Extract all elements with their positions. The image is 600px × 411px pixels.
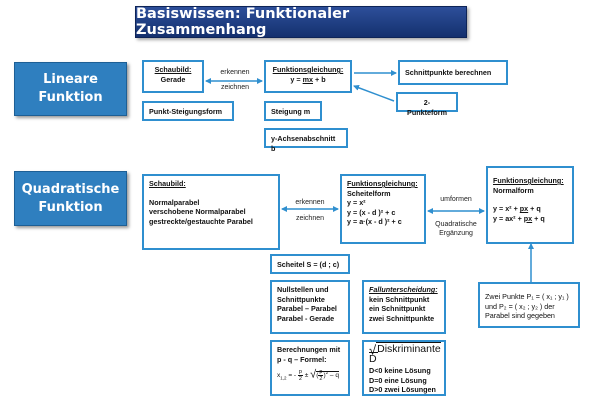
lin-2punkteform-box: 2- Punkteform — [396, 92, 458, 117]
lin-gleichung-title: Funktionsgleichung: — [272, 65, 344, 74]
quad-diskr-line: D=0 eine Lösung — [369, 375, 427, 385]
quad-scheitel-line: y = a·(x - d )² + c — [347, 217, 402, 226]
quad-zwei-punkte-line: Parabel sind gegeben — [485, 311, 555, 320]
quad-normalform-box: Funktionsgleichung: Normalform y = x² + … — [486, 166, 574, 244]
quad-erg-label-1: Quadratische — [435, 221, 477, 228]
quad-scheitel-line: y = x² — [347, 198, 366, 207]
quad-umformen-label: umformen — [440, 196, 472, 203]
topic-line: Quadratische — [21, 181, 120, 197]
page-title: Basiswissen: Funktionaler Zusammenhang — [135, 6, 467, 38]
lin-schaubild-title: Schaubild: — [154, 65, 192, 74]
quad-zwei-punkte-box: Zwei Punkte P₁ = ( x₁ ; y₁ ) und P₂ = ( … — [478, 282, 580, 328]
lin-schaubild-text: Gerade — [160, 74, 186, 84]
quad-fall-line: zwei Schnittpunkte — [369, 313, 435, 323]
quad-fall-line: ein Schnittpunkt — [369, 304, 426, 313]
quad-erg-label-2: Ergänzung — [439, 230, 473, 237]
quad-schaubild-title: Schaubild: — [149, 179, 186, 188]
quad-schaubild-line: verschobene Normalparabel — [149, 207, 246, 216]
quad-normal-line: y = x² + px + q — [493, 204, 541, 213]
quad-scheitel-line: y = (x - d )² + c — [347, 207, 396, 217]
quad-nullstellen-line: Schnittpunkte — [277, 294, 325, 304]
lin-schnittpunkte-box: Schnittpunkte berechnen — [398, 60, 508, 85]
quad-diskr-line: D>0 zwei Lösungen — [369, 385, 436, 395]
lin-erkennen-label: erkennen — [220, 69, 250, 76]
quad-fall-line: kein Schnittpunkt — [369, 294, 430, 304]
quad-zeichnen-label: zeichnen — [295, 215, 325, 222]
quad-pq-box: Berechnungen mit p - q – Formel: x1,2 = … — [270, 340, 350, 396]
quad-diskriminante-title: √Diskriminante D — [369, 342, 441, 365]
quad-diskr-line: D<0 keine Lösung — [369, 366, 431, 376]
topic-line: Funktion — [38, 90, 103, 105]
quad-schaubild-box: Schaubild: Normalparabel verschobene Nor… — [142, 174, 280, 250]
quad-normal-subtitle: Normalform — [493, 185, 534, 195]
quad-normal-title: Funktionsgleichung: — [493, 176, 564, 185]
topic-line: Funktion — [38, 199, 103, 215]
quad-zwei-punkte-line: und P₂ = ( x₂ ; y₂ ) der — [485, 301, 555, 311]
quad-fallunterscheidung-box: Fallunterscheidung: kein Schnittpunkt ei… — [362, 280, 446, 334]
quad-pq-line: p - q – Formel: — [277, 354, 327, 364]
quad-scheitel-subtitle: Scheitelform — [347, 188, 391, 198]
quad-nullstellen-line: Parabel – Parabel — [277, 304, 337, 313]
lin-steigung-box: Steigung m — [264, 101, 322, 121]
lin-gleichung-box: Funktionsgleichung: y = mx + b — [264, 60, 352, 93]
quad-nullstellen-line: Nullstellen und — [277, 285, 329, 294]
lin-zeichnen-label: zeichnen — [220, 84, 250, 91]
quad-diskriminante-box: √Diskriminante D D<0 keine Lösung D=0 ei… — [362, 340, 446, 396]
quad-schaubild-line: gestreckte/gestauchte Parabel — [149, 216, 253, 226]
topic-line: Lineare — [43, 72, 98, 87]
quad-scheitel-point-box: Scheitel S = (d ; c) — [270, 254, 350, 274]
quad-zwei-punkte-line: Zwei Punkte P₁ = ( x₁ ; y₁ ) — [485, 292, 569, 301]
quad-schaubild-line: Normalparabel — [149, 197, 200, 207]
lin-gleichung-formula: y = mx + b — [290, 74, 326, 84]
quad-normal-line: y = ax² + px + q — [493, 213, 545, 223]
lin-y-achsenabschnitt-box: y-Achsenabschnitt b — [264, 128, 348, 153]
lin-schaubild-box: Schaubild: Gerade — [142, 60, 204, 93]
quad-scheitelform-box: Funktionsgleichung: Scheitelform y = x² … — [340, 174, 426, 244]
quad-scheitel-title: Funktionsgleichung: — [347, 179, 418, 188]
lin-punkt-steigungsform-box: Punkt-Steigungsform — [142, 101, 234, 121]
topic-lineare-funktion: Lineare Funktion — [14, 62, 127, 116]
quad-erkennen-label: erkennen — [295, 199, 325, 206]
quad-fall-title: Fallunterscheidung: — [369, 285, 438, 294]
topic-quadratische-funktion: Quadratische Funktion — [14, 171, 127, 226]
quad-nullstellen-line: Parabel - Gerade — [277, 313, 335, 323]
quad-nullstellen-box: Nullstellen und Schnittpunkte Parabel – … — [270, 280, 350, 334]
quad-pq-line: Berechnungen mit — [277, 345, 341, 354]
arrow-lin-2punkte — [353, 84, 395, 102]
sqrt-icon: √ — [369, 342, 377, 358]
